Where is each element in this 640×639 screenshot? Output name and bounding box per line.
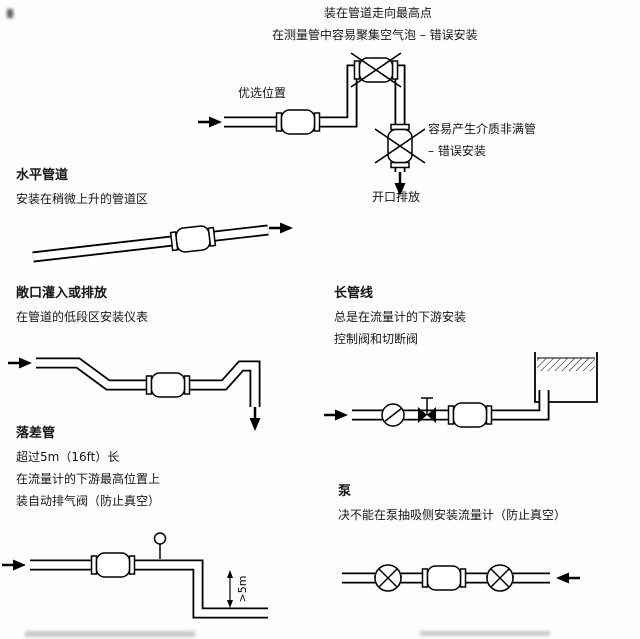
note-highest-point: 装在管道走向最高点 [324,6,433,20]
label-open-discharge: 开口排放 [372,190,421,204]
section-title-drop-pipe: 落差管 [16,426,56,441]
long-line-diagram [322,352,598,428]
flow-arrow-icon [196,115,224,129]
dimension-line: >5m [227,570,249,608]
check-valve-icon [381,403,405,427]
flow-arrow-icon [322,408,350,422]
label-preferred-position: 优选位置 [238,86,287,100]
horizontal-pipe-diagram [32,221,295,263]
flow-arrow-icon [6,356,34,370]
flow-arrow-icon [267,221,295,235]
scan-artifact [25,631,195,637]
flowmeter-icon [447,402,493,428]
drop-pipe-note-2: 在流量计的下游最高位置上 [16,472,161,486]
pump-diagram [342,564,582,592]
flowmeter-icon [90,552,136,578]
open-fill-diagram [6,356,262,433]
height-label: >5m [236,576,249,603]
drop-pipe-note-3: 装自动排气阀（防止真空） [16,494,161,508]
flow-arrow-icon [554,571,582,585]
pump-note: 决不能在泵抽吸侧安装流量计（防止真空） [338,508,567,522]
note-partial-pipe-1: 容易产生介质非满管 [428,122,537,136]
note-partial-pipe-2: – 错误安装 [428,144,486,158]
tank [534,352,598,403]
flowmeter-icon [145,372,191,398]
flowmeter-icon [421,565,467,591]
section-title-pump: 泵 [338,484,352,499]
section-title-horizontal-pipe: 水平管道 [16,168,69,183]
flowmeter-icon [169,223,217,255]
open-fill-note: 在管道的低段区安装仪表 [16,310,149,324]
discharge-arrow-icon [248,405,262,433]
section-title-long-line: 长管线 [334,286,374,301]
long-line-note-2: 控制阀和切断阀 [334,332,419,346]
drop-pipe-diagram: >5m [0,532,268,619]
scan-artifact [7,9,13,18]
discharge-arrow-icon [393,170,407,198]
section-title-open-fill: 敞口灌入或排放 [16,286,108,301]
scan-artifact [420,631,550,636]
flow-arrow-icon [0,558,28,572]
flowmeter-icon [275,109,321,135]
drop-pipe-note-1: 超过5m（16ft）长 [16,450,120,464]
shutoff-valve-icon [418,397,436,423]
note-air-bubbles: 在测量管中容易聚集空气泡 – 错误安装 [272,28,478,42]
long-line-note-1: 总是在流量计的下游安装 [334,310,467,324]
pump-icon [374,564,402,592]
top-installation-diagram [196,52,426,198]
horizontal-pipe-note: 安装在稍微上升的管道区 [16,192,149,206]
pump-icon [486,564,514,592]
vent-valve-icon [153,532,167,559]
